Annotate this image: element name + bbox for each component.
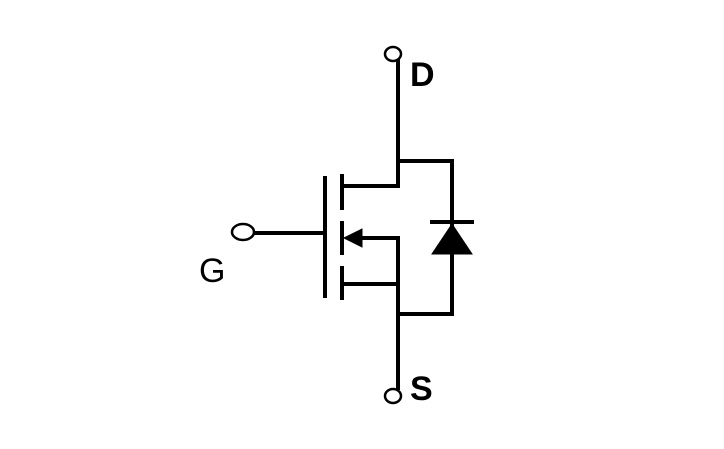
body-arrow-icon	[342, 228, 363, 248]
source-terminal	[383, 387, 403, 405]
gate-label: G	[199, 252, 225, 290]
diode-triangle	[431, 223, 473, 255]
drain-terminal	[383, 45, 403, 63]
gate-terminal	[230, 222, 256, 242]
drain-label: D	[410, 56, 435, 94]
source-label: S	[410, 370, 433, 408]
